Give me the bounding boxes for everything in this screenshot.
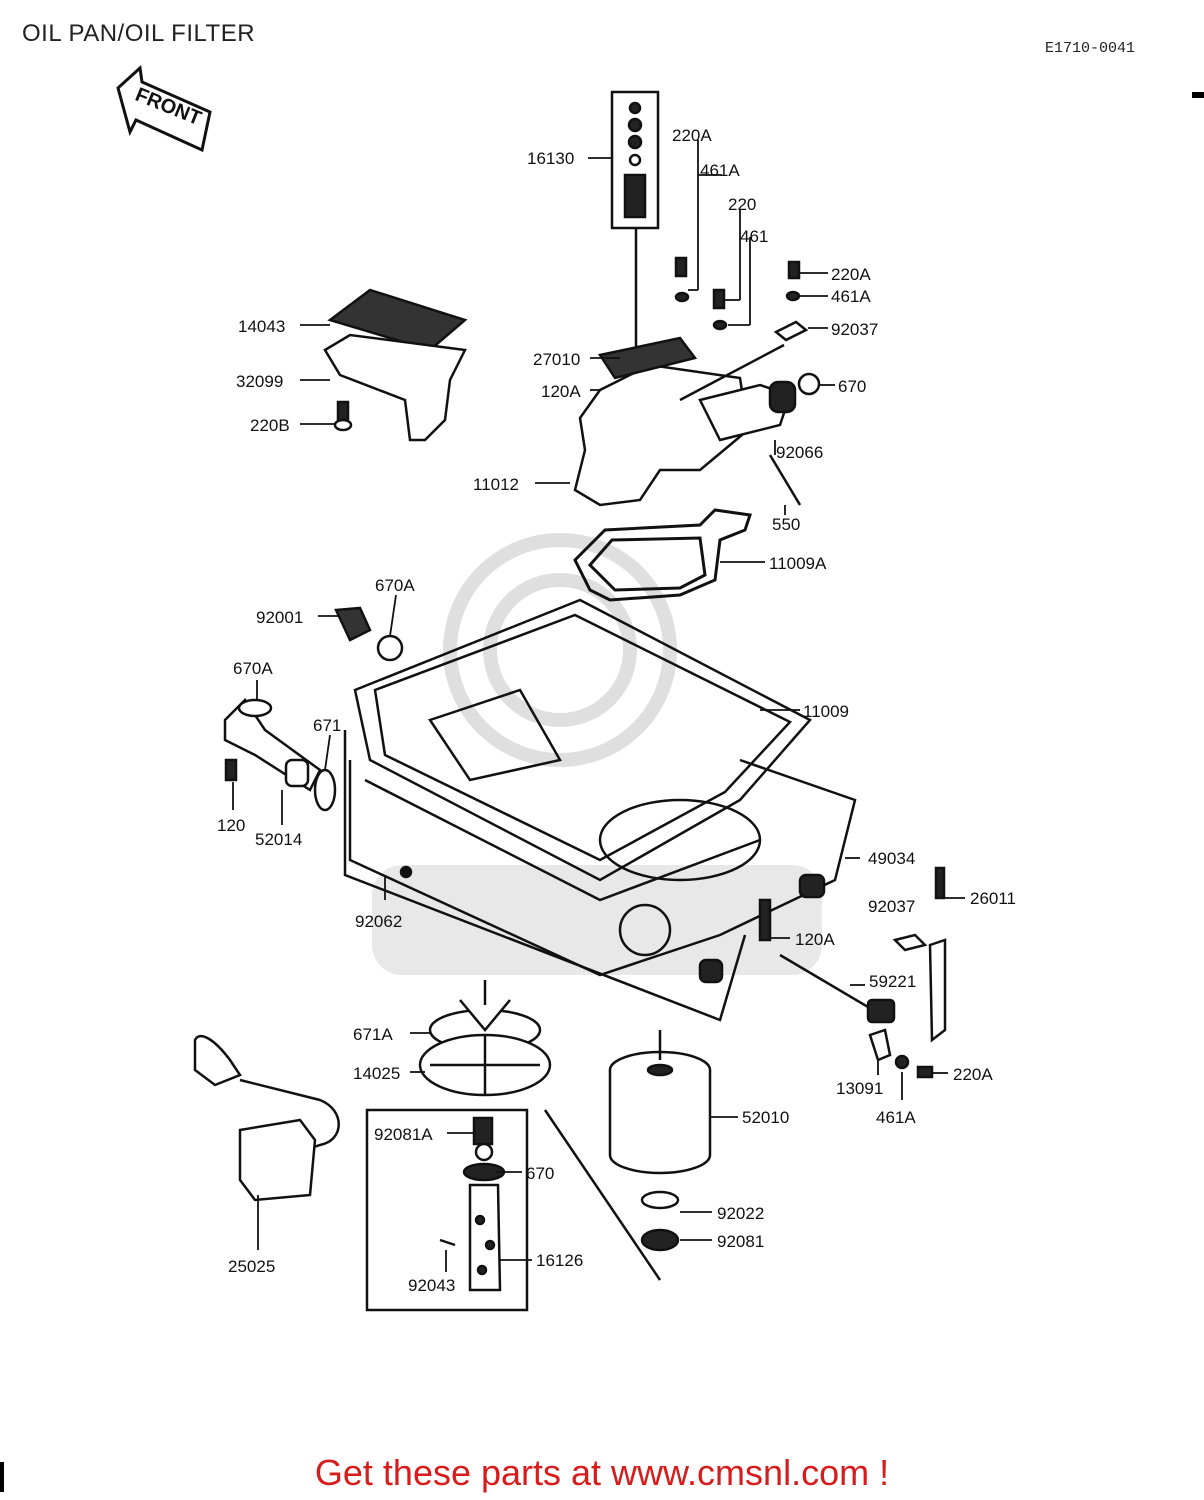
part-label: 11009 [803, 702, 849, 721]
part-label: 461A [876, 1108, 916, 1127]
part-label: 220 [728, 195, 756, 214]
part-label: 92022 [717, 1204, 764, 1223]
part-label: 92081A [374, 1125, 433, 1144]
part-label: 92037 [831, 320, 878, 339]
part-label: 120A [541, 382, 581, 401]
part-label: 11012 [473, 475, 519, 494]
part-label: 120A [795, 930, 835, 949]
edge-mark [0, 1462, 4, 1492]
oil-switch-drawing [758, 866, 947, 1079]
oil-pan-drawing [343, 598, 857, 1022]
part-label: 32099 [236, 372, 283, 391]
part-label: 13091 [836, 1079, 883, 1098]
part-labels: 16130 220A 461A 220 461 220A 461A 92037 … [217, 126, 1016, 1295]
gasket-drawing [573, 508, 752, 602]
part-label: 14025 [353, 1064, 400, 1083]
watermark-logo [372, 533, 822, 975]
part-label: 92062 [355, 912, 402, 931]
front-arrow-icon: FRONT [116, 64, 212, 153]
part-label: 52014 [255, 830, 302, 849]
corner-mark [1192, 92, 1204, 98]
part-label: 671A [353, 1025, 393, 1044]
part-label: 16126 [536, 1251, 583, 1270]
part-label: 26011 [970, 889, 1016, 908]
footer-text: Get these parts at www.cmsnl.com ! [314, 1452, 890, 1493]
oil-strainer-cover-drawing [323, 288, 468, 442]
part-label: 220B [250, 416, 290, 435]
footer-link[interactable]: Get these parts at www.cmsnl.com ! [0, 1452, 1204, 1494]
part-label: 670A [375, 576, 415, 595]
part-label: 670A [233, 659, 273, 678]
part-label: 92001 [256, 608, 303, 627]
part-label: 92037 [868, 897, 915, 916]
part-label: 11009A [769, 554, 827, 573]
part-label: 120 [217, 816, 245, 835]
oil-strainer-drawing [365, 980, 662, 1312]
part-label: 92066 [776, 443, 823, 462]
part-label: 27010 [533, 350, 580, 369]
part-label: 92043 [408, 1276, 455, 1295]
oil-cooler-housing-drawing [573, 90, 821, 507]
part-label: 461A [700, 161, 740, 180]
diagram-title: OIL PAN/OIL FILTER [22, 20, 256, 47]
part-label: 25025 [228, 1257, 275, 1276]
part-label: 49034 [868, 849, 915, 868]
sending-unit-drawing [193, 1034, 340, 1202]
part-label: 92081 [717, 1232, 764, 1251]
part-label: 220A [831, 265, 871, 284]
part-label: 220A [953, 1065, 993, 1084]
exploded-parts-diagram: FRONT [116, 64, 1016, 1312]
part-label: 670 [838, 377, 866, 396]
part-label: 550 [772, 515, 800, 534]
part-label: 16130 [527, 149, 574, 168]
part-label: 671 [313, 716, 341, 735]
part-label: 670 [526, 1164, 554, 1183]
part-label: 461 [740, 227, 768, 246]
part-label: 220A [672, 126, 712, 145]
leader-lines [232, 140, 965, 1272]
oil-filter-drawing [608, 1030, 712, 1252]
part-label: 59221 [869, 972, 916, 991]
part-label: 52010 [742, 1108, 789, 1127]
drawing-code: E1710-0041 [1045, 40, 1136, 57]
part-label: 14043 [238, 317, 285, 336]
oil-pipe-drawing [223, 606, 404, 812]
part-label: 461A [831, 287, 871, 306]
